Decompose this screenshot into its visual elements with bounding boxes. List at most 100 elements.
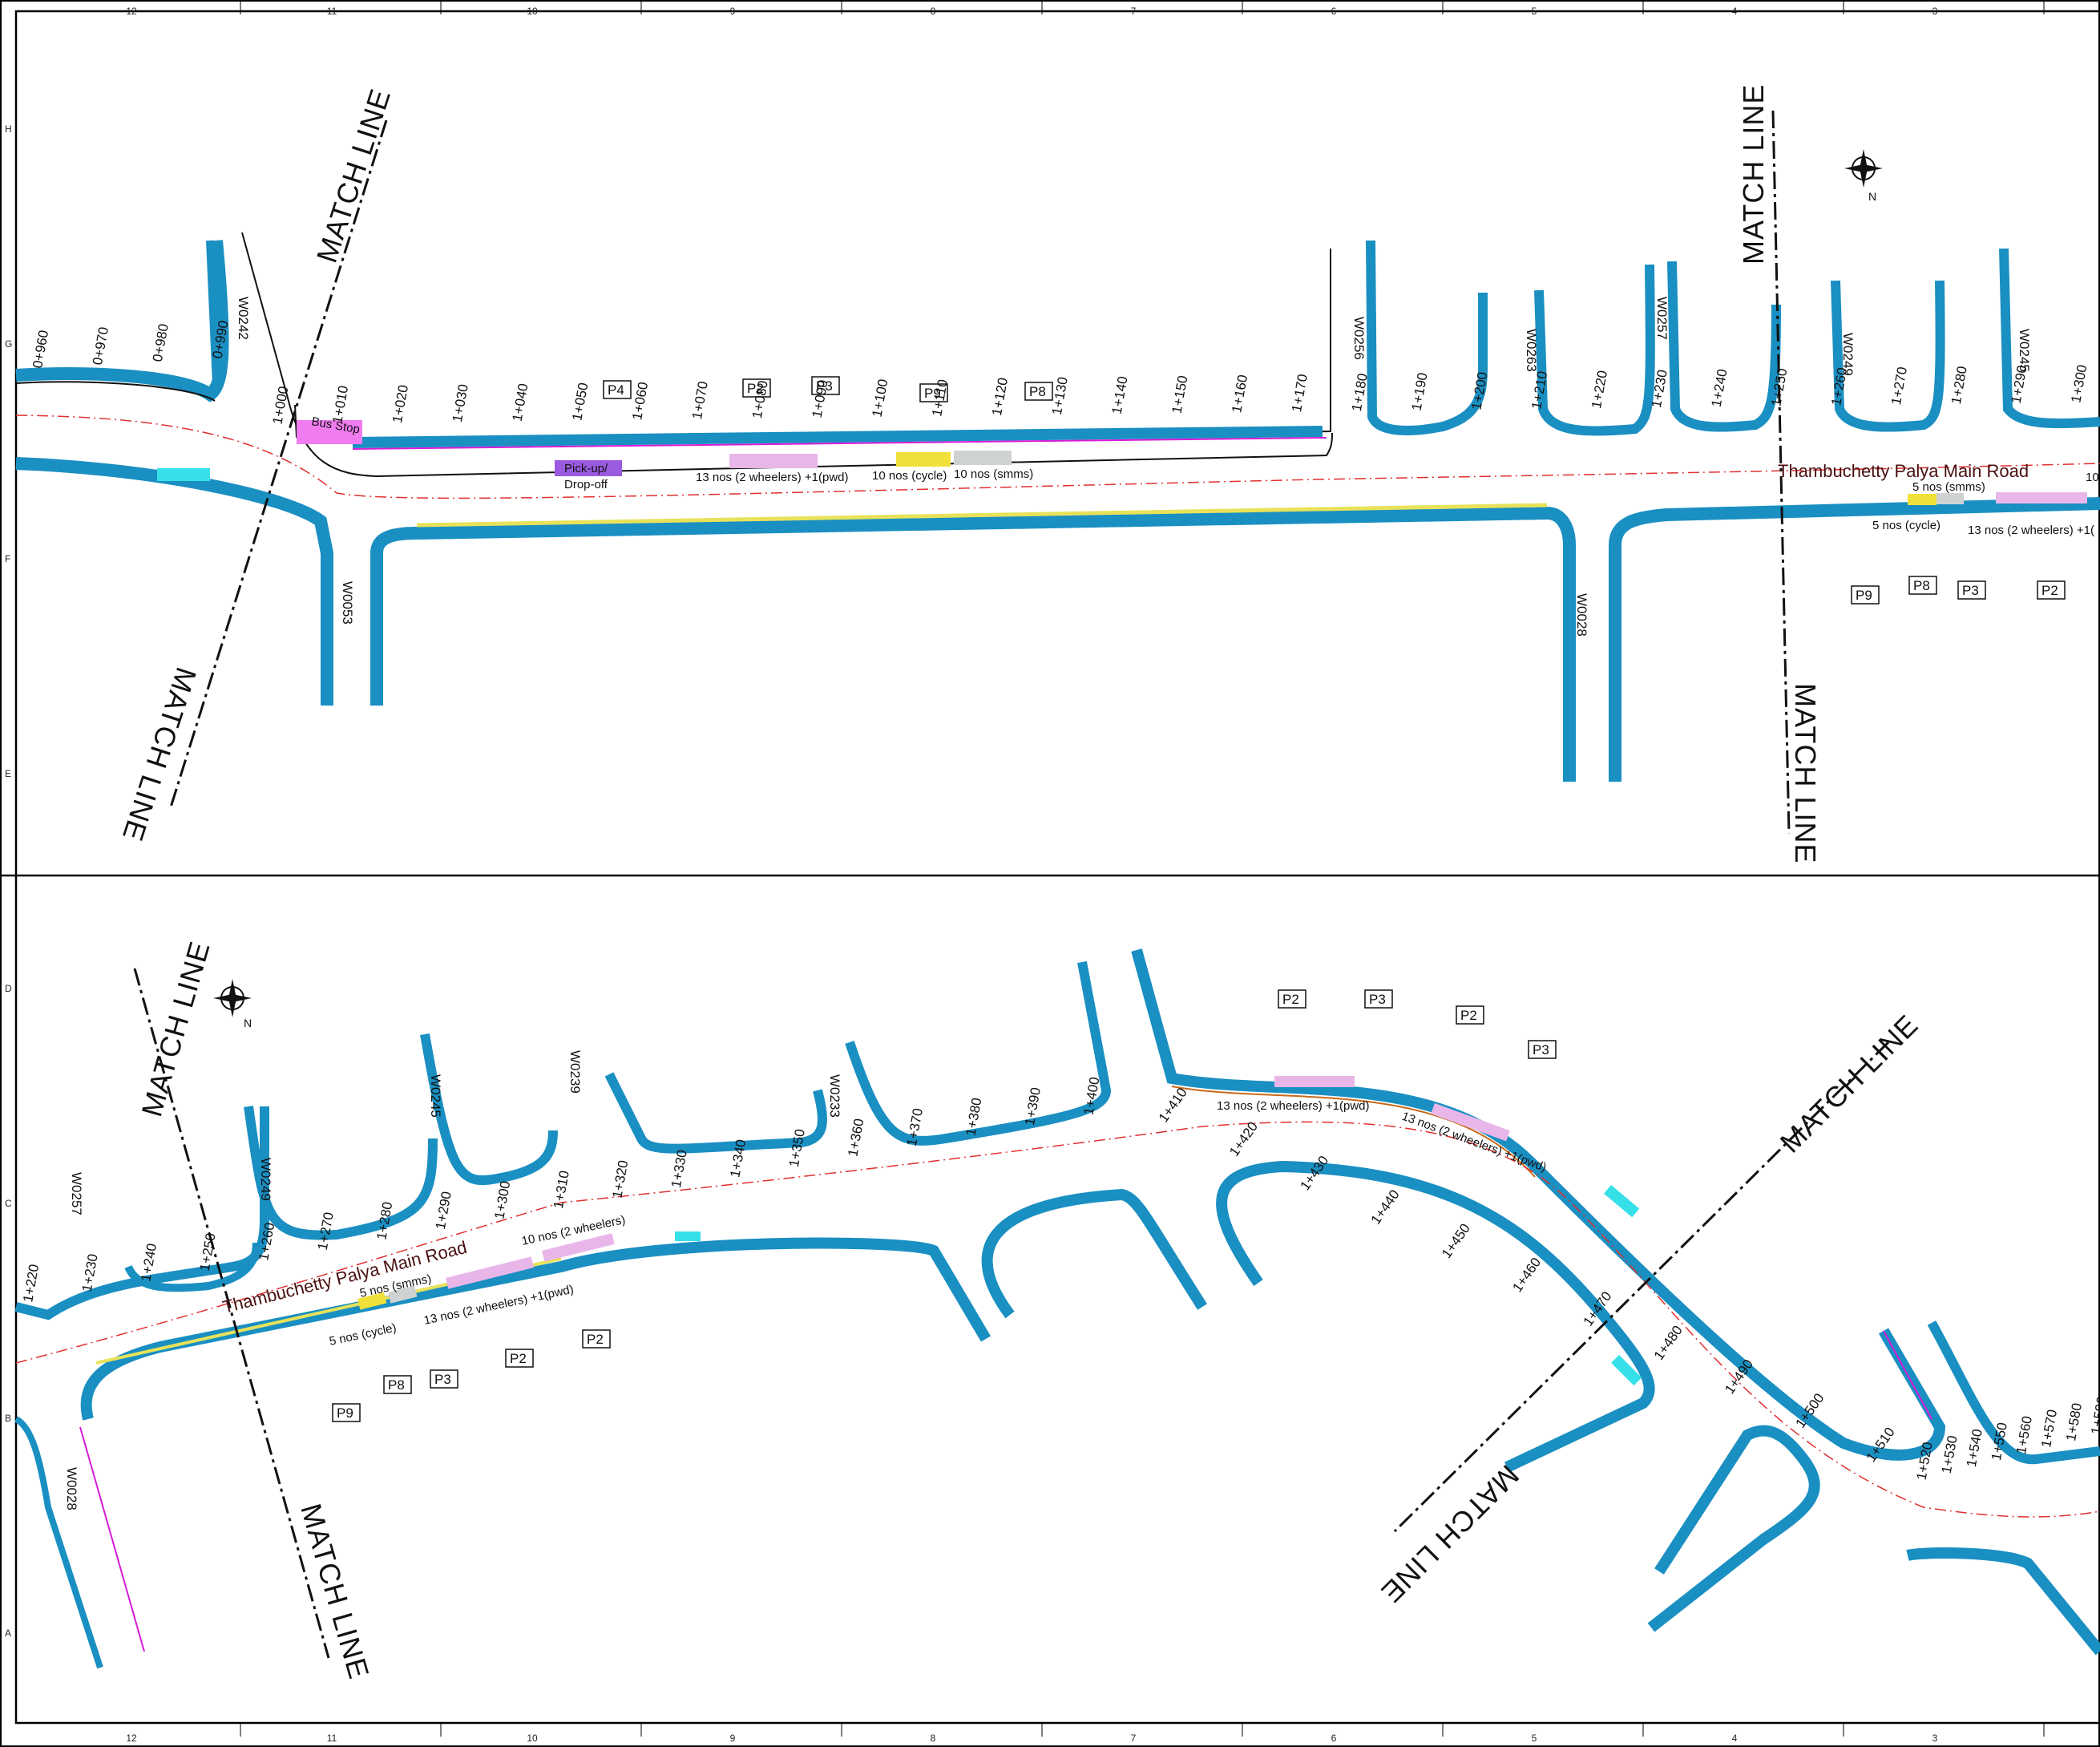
grid-column-label: 9	[730, 6, 736, 17]
parking-tag: P4	[608, 382, 624, 398]
footpath-south-east	[1609, 497, 2100, 782]
grid-column-label: 8	[931, 1733, 936, 1744]
grid-column-label: 4	[1732, 6, 1738, 17]
grid-row-label: D	[5, 983, 12, 994]
tag-box	[1957, 580, 1986, 600]
ward-label: W0239	[567, 1050, 583, 1094]
tag-box	[1851, 585, 1880, 605]
grid-column-label: 11	[327, 1733, 337, 1744]
side-road-north-7	[1999, 248, 2100, 429]
ward-label: W0249	[258, 1158, 273, 1201]
grid-row-label: H	[5, 123, 12, 135]
parking-2w-c	[1274, 1076, 1355, 1087]
parking-tag: P8	[388, 1377, 405, 1393]
grid-column-label: 5	[1532, 6, 1537, 17]
footpath-north-c	[244, 1106, 438, 1240]
footpath-south-3	[1216, 1160, 1655, 1473]
ward-label: W0245	[428, 1074, 443, 1118]
ward-label: W0233	[827, 1074, 842, 1118]
cyan-patch-3	[1611, 1355, 1642, 1386]
ward-label: W0257	[1654, 297, 1670, 340]
note-2w-east: 13 nos (2 wheelers) +1(	[1968, 524, 2094, 537]
parking-tag: P3	[816, 378, 833, 394]
grid-row-label: C	[5, 1198, 12, 1209]
tag-box	[742, 378, 771, 398]
parking-smms	[954, 451, 1012, 465]
parking-tag: P2	[1282, 992, 1299, 1007]
drawing-frame	[14, 10, 2100, 1725]
ward-label: W0028	[64, 1467, 79, 1510]
tag-box	[603, 380, 632, 399]
footpath-north-west	[14, 1106, 269, 1320]
parking-tag: P8	[1913, 578, 1930, 593]
side-road-north-2	[241, 232, 289, 402]
grid-column-label: 7	[1131, 6, 1137, 17]
grid-column-label: 8	[931, 6, 936, 17]
grid-row-label: G	[5, 338, 12, 350]
grid-column-label: 4	[1732, 1733, 1738, 1744]
grid-column-label: 12	[126, 1733, 137, 1744]
footpath-north-b	[124, 1242, 260, 1292]
footpath-south-4	[1647, 1425, 1820, 1632]
footpath-north-f	[845, 960, 1112, 1146]
road-name-label: Thambuchetty Palya Main Road	[1778, 461, 2029, 481]
tag-box	[1024, 382, 1053, 401]
north-arrow-icon: N	[213, 979, 252, 1029]
tag-box	[811, 376, 840, 395]
side-road-north-1	[206, 240, 220, 386]
match-line-1	[133, 968, 330, 1659]
svg-text:N: N	[244, 1017, 252, 1029]
footpath-south-2	[981, 1188, 1207, 1319]
note-10-east: 10	[2086, 471, 2099, 484]
kerb-line	[15, 381, 216, 402]
pickup-dropoff-bay	[555, 460, 622, 476]
note-2w: 13 nos (2 wheelers) +1(pwd)	[696, 471, 849, 484]
footpath-north-e	[604, 1072, 827, 1154]
footpath-north-segment	[15, 240, 229, 402]
note-2w-b: 13 nos (2 wheelers) +1(pwd)	[1217, 1099, 1370, 1113]
cyan-patch	[157, 468, 210, 481]
footpath-north-paving	[352, 426, 1323, 448]
tag-box	[1456, 1005, 1484, 1025]
ward-label: W0263	[1524, 329, 1539, 372]
grid-column-label: 12	[126, 6, 137, 17]
footpath-south-main	[80, 1237, 991, 1421]
parking-tag: P3	[1533, 1042, 1549, 1058]
footpath-curve-orange	[1171, 1086, 1536, 1178]
footpath-south-main	[370, 506, 1576, 782]
tag-box	[582, 1329, 611, 1349]
footpath-south-west	[15, 457, 333, 706]
grid-column-label: 6	[1331, 6, 1337, 17]
ward-label: W0242	[236, 297, 251, 340]
north-arrow-icon: N	[1844, 149, 1883, 203]
bus-stop-area	[297, 420, 362, 444]
road-centerline	[15, 1121, 2100, 1518]
parking-tag: P9	[337, 1405, 353, 1421]
grid-column-label: 10	[527, 6, 538, 17]
parking-tag: P8	[1029, 384, 1046, 399]
ward-label: W0249	[1840, 333, 1856, 376]
note-cycle-east: 5 nos (cycle)	[1872, 519, 1940, 532]
grid-column-label: 11	[327, 6, 337, 17]
dropoff-label: Drop-off	[564, 478, 608, 491]
parking-tag: P2	[747, 381, 764, 396]
magenta-edge	[352, 437, 1327, 450]
parking-tag: P2	[510, 1351, 527, 1366]
parking-tag: P3	[1369, 992, 1386, 1007]
side-road-west	[14, 1416, 103, 1669]
note-cycle: 10 nos (cycle)	[872, 469, 947, 483]
footpath-south-5	[1906, 1547, 2100, 1656]
grid-column-label: 7	[1131, 1733, 1137, 1744]
note-smms: 10 nos (smms)	[954, 467, 1033, 481]
pickup-label: Pick-up/	[564, 462, 608, 475]
parking-cycle	[896, 452, 951, 467]
grid-column-label: 3	[1932, 1733, 1938, 1744]
parking-tag: P2	[1460, 1008, 1477, 1023]
parking-smms-east	[1936, 493, 1964, 504]
